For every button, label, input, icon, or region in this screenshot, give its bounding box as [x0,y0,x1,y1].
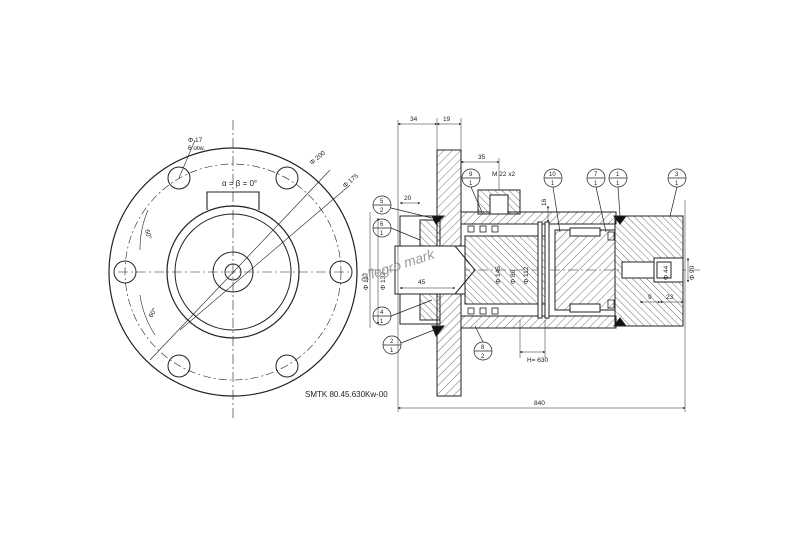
dim-45: 45 [418,279,426,286]
angle-arc-top [139,209,149,251]
dia-leader-175 [179,184,351,331]
dim-dia-145: Φ 145 [495,266,502,284]
piston-seal-bottom [569,303,601,313]
dimension-lines [369,118,690,412]
dim-dia-132: Φ 132 [380,272,387,290]
dim-35: 35 [478,154,486,161]
seal-top [431,215,446,225]
dim-9: 9 [648,294,652,301]
svg-text:1: 1 [551,181,555,187]
svg-text:4: 4 [380,310,384,316]
angle-60-label-a: 60° [143,228,153,240]
svg-text:9: 9 [469,172,473,178]
dim-34: 34 [410,116,418,123]
part-balloons [372,168,687,361]
hole-leader [178,139,196,179]
rear-port-fitting [656,261,672,279]
piston-seal-top [569,227,601,237]
svg-text:1: 1 [380,319,384,325]
svg-text:2: 2 [481,354,485,360]
dim-840: 840 [534,400,545,407]
svg-text:1: 1 [616,172,620,178]
svg-text:1: 1 [380,231,384,237]
svg-text:3: 3 [675,172,679,178]
dim-16: 16 [541,198,548,206]
svg-text:10: 10 [549,172,556,178]
balloon-7-1 [586,168,607,233]
seal-bottom [431,325,446,337]
dim-19: 19 [443,116,451,123]
part-code: SMTK 80.45.630Kw-00 [305,390,388,399]
svg-text:6: 6 [380,222,384,228]
dim-thread: M 22 x2 [492,171,516,178]
balloon-5-2 [372,195,433,219]
separator-disc-2 [544,221,550,319]
hole-spec-line1: Φ 17 [188,137,203,144]
separator-disc-1 [537,221,543,319]
svg-text:1: 1 [594,181,598,187]
angle-60-label-b: 60° [147,306,159,319]
bore-circle [174,213,292,331]
angle-arc-bottom [139,294,156,336]
svg-text:1: 1 [675,181,679,187]
inner-tube [464,235,546,305]
balloon-9-1 [461,168,483,213]
balloon-4-1 [372,299,433,326]
rod [394,245,466,295]
dim-stroke: H= 630 [527,357,549,364]
dim-dia-90: Φ 90 [689,265,696,280]
angle-label: α = β = 0° [222,179,257,188]
dimension-labels: 34 19 35 M 22 x2 20 16 45 840 H= 630 9 2… [363,116,696,407]
balloon-3-1 [667,168,687,217]
svg-text:2: 2 [390,339,394,345]
section-view [370,149,700,397]
balloon-1-1 [608,168,628,217]
dim-dia-117: Φ 117 [363,272,370,290]
balloon-10-1 [543,168,563,233]
port-bore [489,194,509,215]
balloon-8-2 [473,325,493,361]
balloon-numbers: 5 2 6 1 9 1 10 1 7 1 1 1 3 1 4 1 2 1 8 2 [380,172,679,360]
svg-text:7: 7 [594,172,598,178]
rod-end-circle [224,263,242,281]
dim-dia-80: Φ 80 [510,269,517,284]
dia-leader-200 [149,169,331,361]
dim-dia-44: Φ 44 [663,265,670,280]
dia-175-label: Φ 175 [342,172,360,189]
port-boss [206,191,260,210]
balloon-6-1 [372,218,421,241]
rod-circle [212,251,254,293]
dim-dia-112: Φ 112 [523,266,530,284]
hole-spec-line2: 6 otw. [188,145,205,152]
dia-200-label: Φ 200 [309,149,327,166]
rear-seal-bottom [613,317,627,327]
svg-text:1: 1 [616,181,620,187]
svg-text:5: 5 [380,199,384,205]
flange-outer-circle [108,147,358,397]
bolt-pitch-circle [124,163,342,381]
piston [554,229,616,311]
dim-23: 23 [666,294,674,301]
bolt-holes [113,166,353,378]
svg-text:1: 1 [390,348,394,354]
svg-text:8: 8 [481,345,485,351]
dim-20: 20 [404,195,412,202]
seal-grooves [467,225,615,315]
balloon-2-1 [382,329,435,355]
svg-text:1: 1 [469,181,473,187]
svg-text:2: 2 [380,208,384,214]
body-circle [166,205,300,339]
front-view [108,120,358,420]
